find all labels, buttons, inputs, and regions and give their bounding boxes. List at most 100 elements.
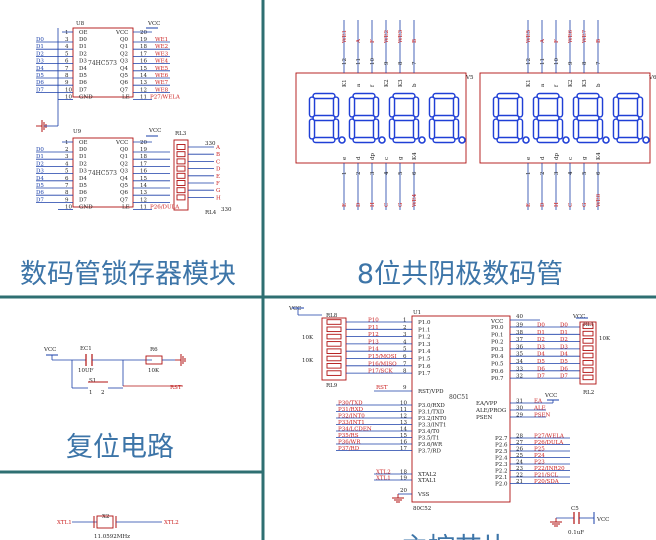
segment-dp xyxy=(562,136,570,144)
v6-top-pin-name: a xyxy=(540,83,546,87)
u9-left-pin-name: D6 xyxy=(79,190,87,196)
u9-right-pin-name: Q2 xyxy=(120,161,128,167)
p3-pin-num: 15 xyxy=(400,433,407,439)
p2-net-label: P23 xyxy=(534,460,545,466)
u1-part: 80C51 xyxy=(449,394,469,401)
u9-right-pin-num: 12 xyxy=(140,197,147,203)
u9-right-pin-num: 13 xyxy=(140,190,147,196)
p3-pin-num: 13 xyxy=(400,420,407,426)
p3-net-label: P37/RD xyxy=(338,446,360,452)
ea-net-label: EA xyxy=(534,399,543,405)
u9-left-pin-name: D7 xyxy=(79,197,87,203)
v5-top-pin-name: K2 xyxy=(384,79,390,87)
rl1-rl2-body xyxy=(579,321,597,385)
resistor-element xyxy=(176,151,186,158)
ale-net-label: ALE xyxy=(533,406,546,412)
u9-left-pin-name: D3 xyxy=(79,169,87,175)
v5-top-pin: 7 xyxy=(412,61,418,65)
rl8-ref: RL8 xyxy=(326,313,338,319)
v5-bottom-pin: 1 xyxy=(342,172,348,176)
u8-left-pin-name: D7 xyxy=(79,87,87,93)
v5-bottom-pin-name: g xyxy=(398,156,404,160)
ec1-ref: EC1 xyxy=(80,346,92,352)
ea-pin-num: 31 xyxy=(516,399,523,405)
v6-top-net: WE5 xyxy=(526,29,532,43)
v6-bottom-net: D xyxy=(540,202,546,207)
v5-bottom-pin-name: dp xyxy=(370,152,376,160)
v5-top-pin-name: b xyxy=(412,83,418,87)
u8-left-pin-num: 8 xyxy=(65,73,69,79)
u8-left-pin-num: 10 xyxy=(65,87,72,93)
caption-display: 8位共阴极数码管 xyxy=(356,259,564,290)
v6-bottom-net: E xyxy=(526,203,532,207)
v6-bottom-pin: 4 xyxy=(568,171,574,175)
p2-net-label: P22/INR20 xyxy=(534,466,565,472)
u8-le-name: LE xyxy=(122,95,130,101)
r6-ref: R6 xyxy=(150,347,158,353)
u9-left-pin-name: D4 xyxy=(79,176,87,182)
p3-pin-name: P3.5/T1 xyxy=(418,436,439,442)
u8-left-net: D0 xyxy=(36,37,44,43)
segment-net-label: A xyxy=(215,145,221,151)
p0-net-outer: D1 xyxy=(560,330,568,336)
v6-top-pin-name: K3 xyxy=(582,79,588,87)
p2-pin-name: P2.6 xyxy=(495,443,508,449)
p3-net-label: P36/WR xyxy=(338,440,361,446)
u8-right-net: WE8 xyxy=(155,87,169,93)
rl8-rl9-body xyxy=(321,317,347,381)
u9-right-pin-name: Q0 xyxy=(120,147,129,153)
u9-right-pin-num: 18 xyxy=(140,154,147,160)
rst-net-label: RST xyxy=(170,385,182,391)
resistor-element xyxy=(582,374,594,381)
mcu-schematic: VCC U1 80C51 80C52 RL8 10K 10K RL9 RL1 1… xyxy=(288,306,611,536)
p0-net-outer: D0 xyxy=(560,323,568,329)
p3-pin-num: 17 xyxy=(400,446,407,452)
v5-top-pin: 8 xyxy=(398,61,404,65)
v6-bottom-net: WE8 xyxy=(596,193,602,207)
resistor-element xyxy=(582,338,594,344)
p1-pin-name: P1.6 xyxy=(418,364,431,370)
resistor-element xyxy=(326,363,342,369)
u9-body xyxy=(72,137,134,208)
p0-net-inner: D2 xyxy=(537,337,545,343)
u8-right-pin-num: 18 xyxy=(140,44,147,50)
p3-pin-num: 12 xyxy=(400,414,407,420)
v5-bottom-net: G xyxy=(398,203,404,207)
resistor-element xyxy=(326,341,342,347)
p2-pin-name: P2.5 xyxy=(495,449,508,455)
u9-left-net: D5 xyxy=(36,183,44,189)
p0-pin-name: P0.6 xyxy=(491,369,504,375)
v5-top-pin-name: K3 xyxy=(398,79,404,87)
p3-net-label: P35/RS xyxy=(338,433,359,439)
u9-part: 74HC573 xyxy=(88,170,117,177)
p2-pin-name: P2.1 xyxy=(495,475,507,481)
u8-right-net: WE5 xyxy=(155,66,169,72)
p0-pin-name: P0.1 xyxy=(491,332,503,338)
resistor-element xyxy=(326,319,342,325)
x2-ref: X2 xyxy=(102,514,109,520)
v5-bottom-net: H xyxy=(370,202,376,207)
v6-top-net: WE7 xyxy=(582,29,588,43)
p1-net-label: P10 xyxy=(368,318,379,324)
v5-top-net: B xyxy=(412,39,418,43)
rl9-ref: RL9 xyxy=(326,383,338,389)
v6-bottom-net: G xyxy=(582,203,588,207)
p2-net-label: P26/DULA xyxy=(534,440,564,446)
u9-right-pin-name: Q6 xyxy=(120,190,129,196)
u8-oe-name: OE xyxy=(79,30,88,36)
u8-left-net: D7 xyxy=(36,87,44,93)
u9-gnd-name: GND xyxy=(79,205,93,211)
p0-net-outer: D2 xyxy=(560,337,568,343)
p1-net-label: P11 xyxy=(368,325,379,331)
u8-right-pin-name: Q0 xyxy=(120,37,129,43)
x2-body xyxy=(96,515,114,529)
u8-right-net: WE2 xyxy=(155,44,168,50)
u8-left-pin-name: D3 xyxy=(79,59,87,65)
v6-bottom-pin: 1 xyxy=(526,172,532,176)
rl1-vcc-label: VCC xyxy=(572,314,585,320)
u9-right-pin-name: Q1 xyxy=(120,154,128,160)
v6-top-net: WE6 xyxy=(568,29,574,43)
rl1-ref: RL1 xyxy=(583,322,594,328)
v5-top-net: A xyxy=(356,38,362,44)
